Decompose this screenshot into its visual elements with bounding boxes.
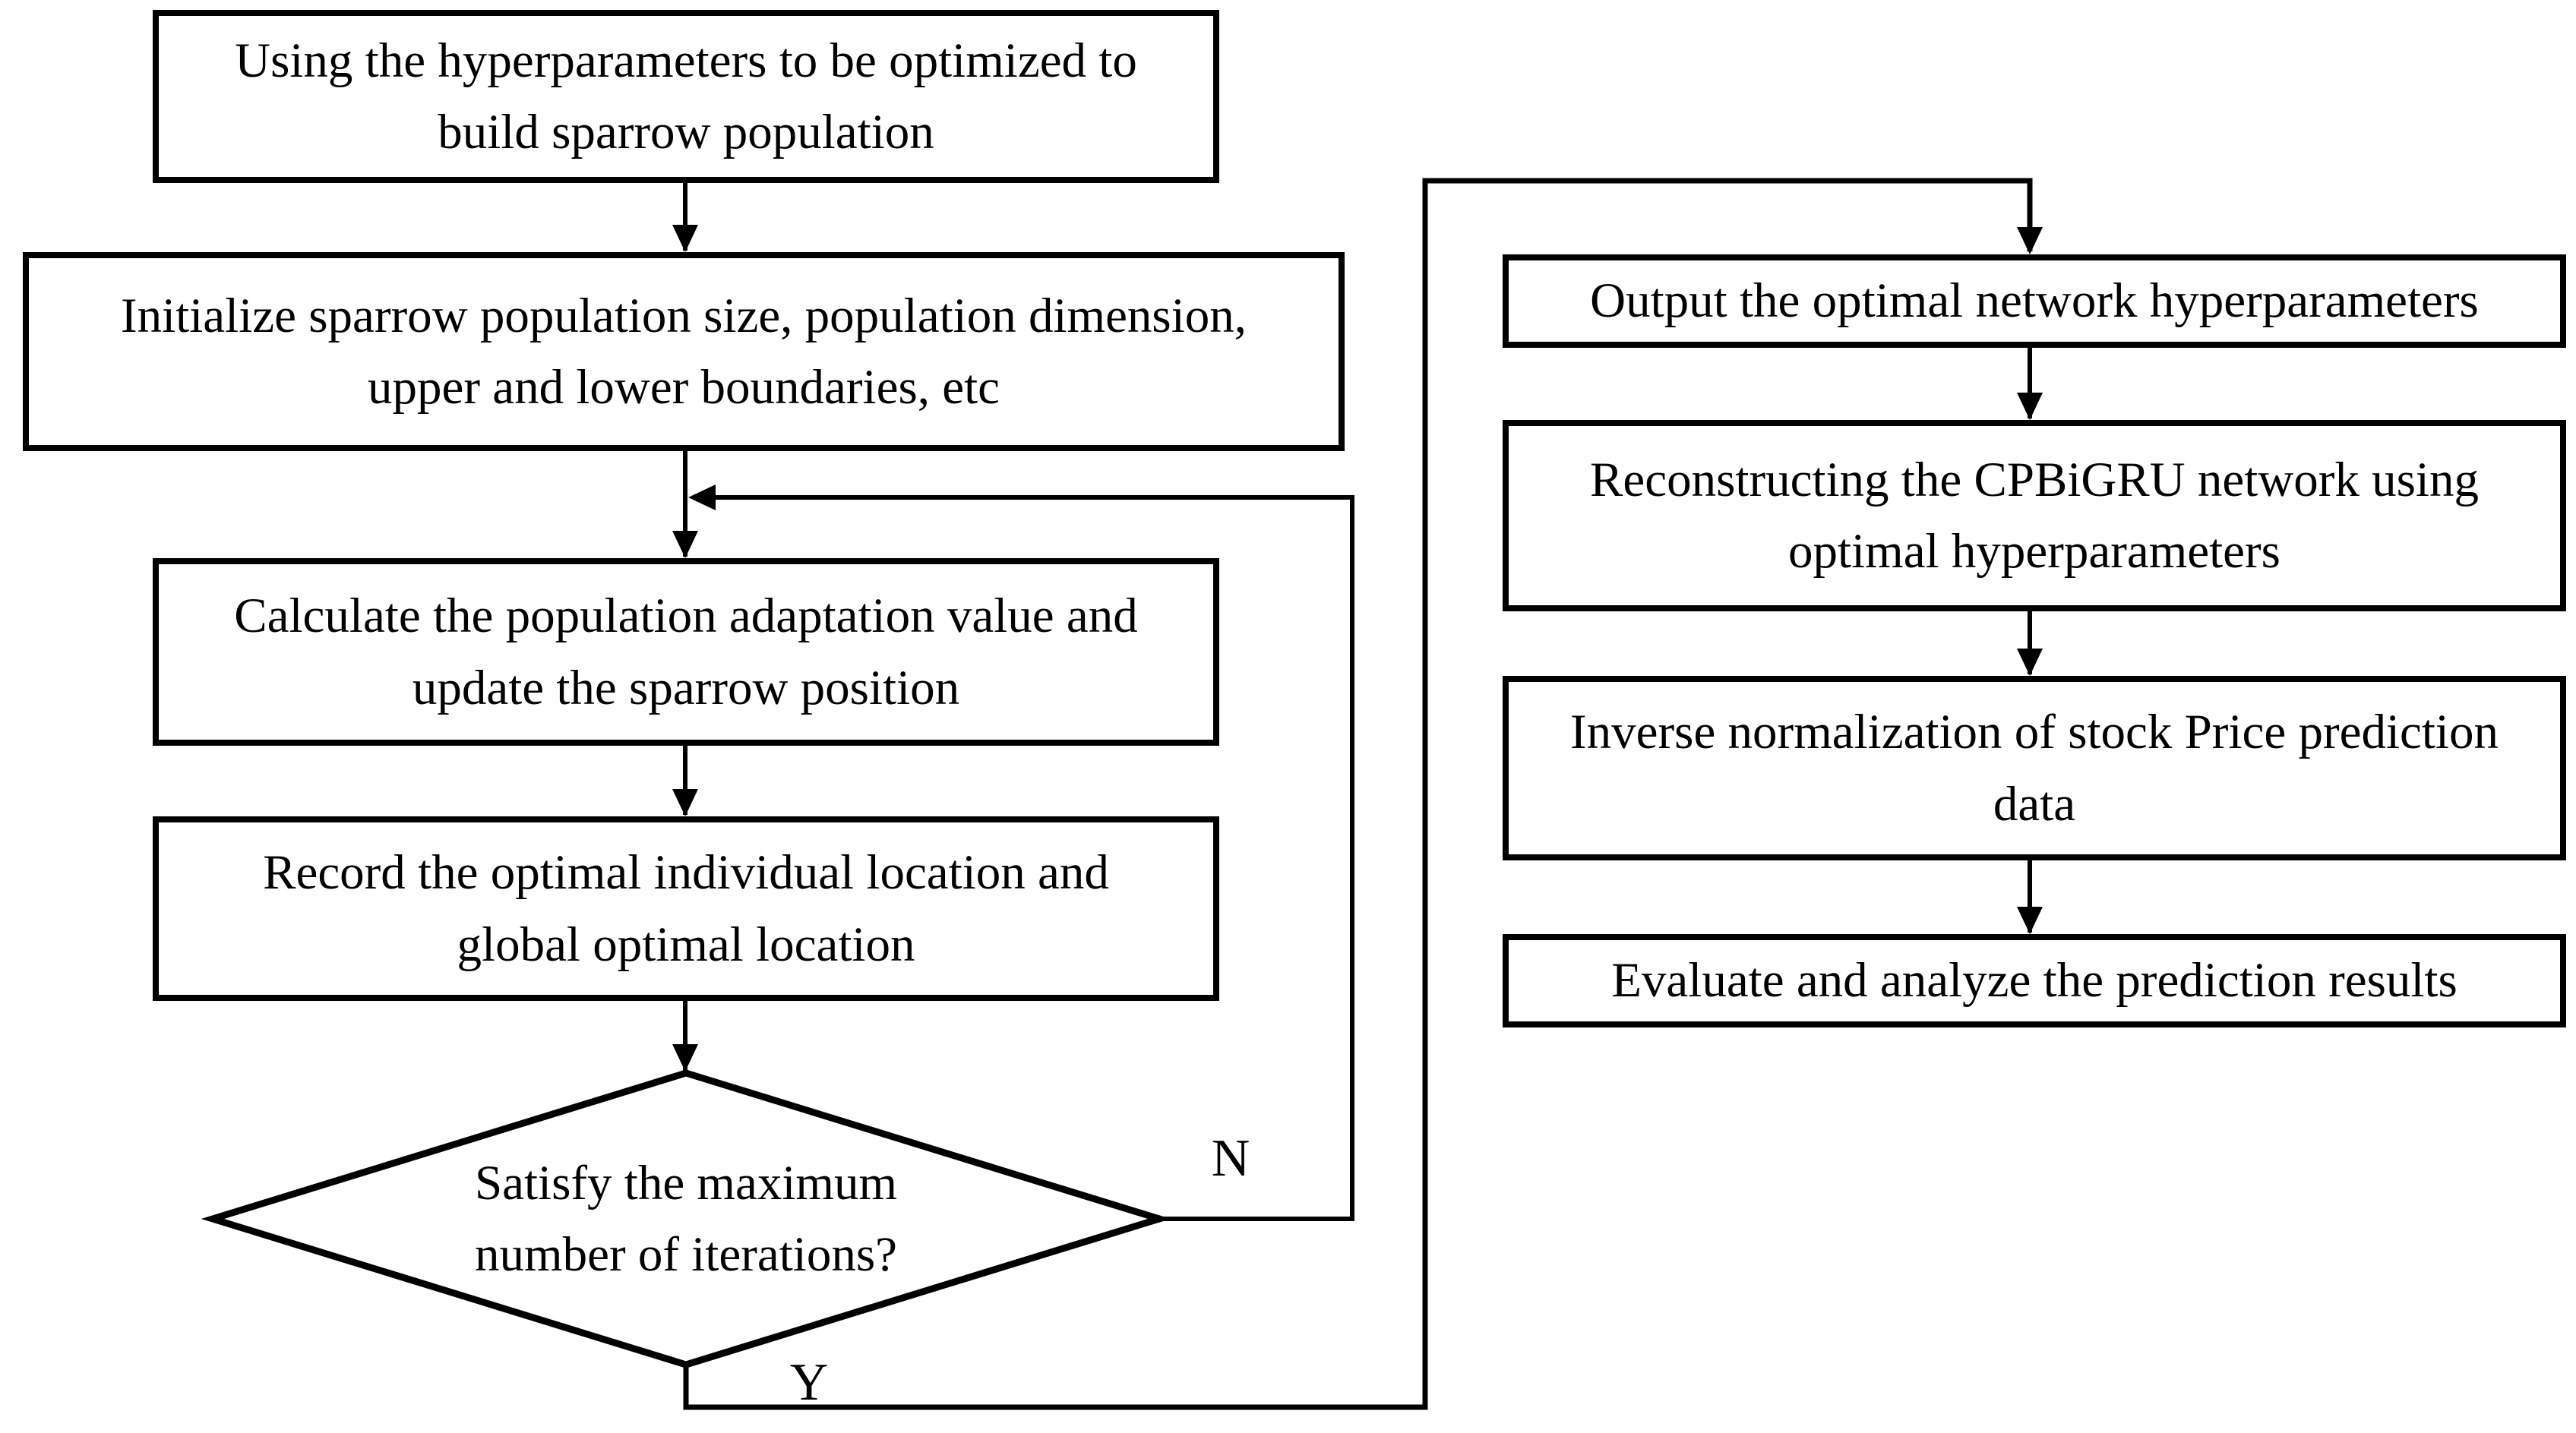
node-record-locations: Record the optimal individual location a… (153, 816, 1219, 1001)
arrowhead-into-decision (672, 1044, 698, 1072)
edge-label-no: N (1211, 1128, 1250, 1188)
edge-no-loop (713, 495, 1354, 1221)
node-build-population: Using the hyperparameters to be optimize… (153, 10, 1219, 183)
edge-yes-path (683, 178, 2033, 1410)
arrowhead-into-init (672, 225, 698, 252)
arrowhead-into-reconstruct (2017, 393, 2043, 420)
arrowhead-loop-merge (688, 485, 716, 510)
arrowhead-into-calculate (672, 531, 698, 558)
arrowhead-into-evaluate (2017, 907, 2043, 934)
arrowhead-into-inverse (2017, 649, 2043, 676)
arrowhead-into-record (672, 789, 698, 816)
arrowhead-into-output (2017, 227, 2043, 254)
node-evaluate-results: Evaluate and analyze the prediction resu… (1503, 934, 2566, 1027)
node-calculate-adaptation: Calculate the population adaptation valu… (153, 558, 1219, 746)
node-reconstruct-network: Reconstructing the CPBiGRU network using… (1503, 420, 2566, 611)
node-output-hyperparameters: Output the optimal network hyperparamete… (1503, 254, 2566, 348)
node-initialize-population: Initialize sparrow population size, popu… (23, 252, 1345, 451)
decision-max-iterations-label: Satisfy the maximum number of iterations… (474, 1155, 898, 1282)
edge-label-yes: Y (789, 1353, 829, 1412)
node-inverse-normalization: Inverse normalization of stock Price pre… (1503, 676, 2566, 860)
decision-diamond-shape (201, 1069, 1171, 1368)
